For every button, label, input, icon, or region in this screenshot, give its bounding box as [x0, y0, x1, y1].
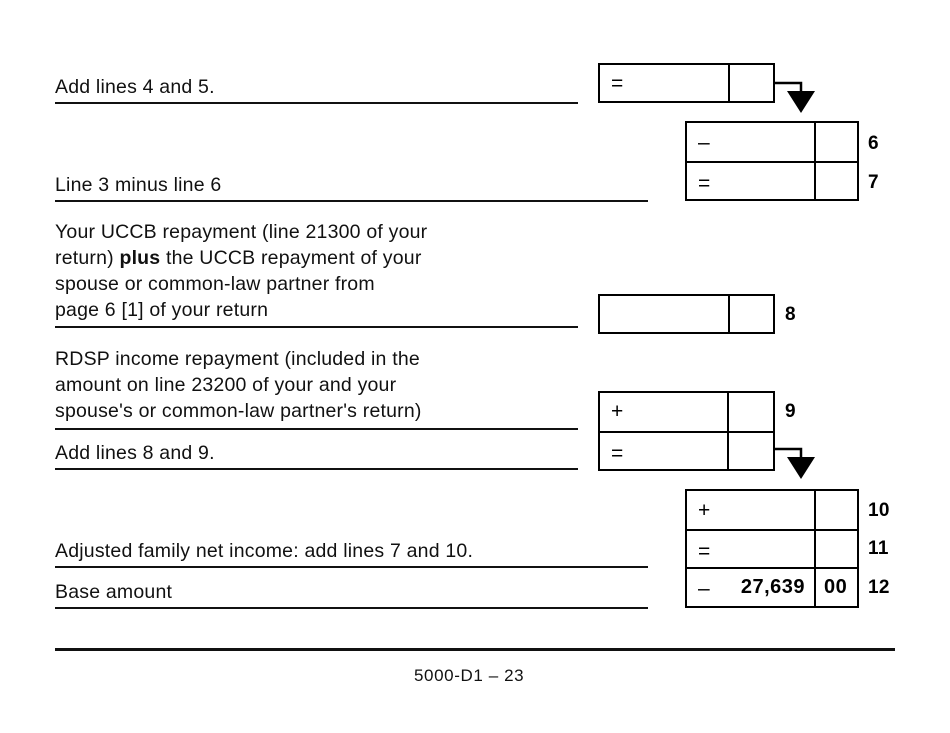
amount-cell-dollars[interactable]: =	[600, 65, 728, 101]
amount-row-line-7[interactable]: =	[687, 160, 857, 199]
label-base-amount: Base amount	[55, 581, 173, 603]
line-number-12: 12	[868, 577, 890, 598]
label-add-lines-8-and-9: Add lines 8 and 9.	[55, 442, 215, 464]
underline-adjusted-family-net-income	[55, 566, 648, 568]
underline-uccb-repayment	[55, 326, 578, 328]
underline-rdsp-income-repayment	[55, 428, 578, 430]
flow-arrow-down-2	[775, 447, 815, 479]
line-number-10: 10	[868, 500, 890, 521]
form-code-footer: 5000-D1 – 23	[414, 666, 525, 685]
amount-row-line-12[interactable]: – 27,639 00	[687, 567, 857, 605]
line-number-9: 9	[785, 401, 796, 422]
footer-divider	[55, 648, 895, 651]
line-number-8: 8	[785, 304, 796, 325]
underline-line-3-minus-line-6	[55, 200, 648, 202]
operator-sign: =	[611, 71, 624, 95]
uccb-text-part-1: Your UCCB repayment (line 21300 of your …	[55, 221, 428, 269]
operator-sign: –	[698, 577, 710, 600]
amount-cell-cents[interactable]	[728, 65, 773, 101]
label-rdsp-income-repayment: RDSP income repayment (included in the a…	[55, 348, 422, 422]
cents-divider	[814, 491, 816, 606]
label-adjusted-family-net-income: Adjusted family net income: add lines 7 …	[55, 540, 474, 562]
amount-row-add-lines-8-and-9[interactable]: =	[600, 430, 773, 469]
cents-divider	[727, 393, 729, 469]
label-uccb-repayment: Your UCCB repayment (line 21300 of your …	[55, 219, 585, 323]
amount-row-line-10[interactable]: +	[687, 491, 857, 529]
underline-add-lines-4-and-5	[55, 102, 578, 104]
underline-base-amount	[55, 607, 648, 609]
line-number-6: 6	[868, 133, 879, 154]
uccb-text-part-2: the UCCB repayment of your spouse or com…	[55, 247, 422, 321]
cents-value: 00	[824, 576, 848, 598]
amount-row-line-6[interactable]: –	[687, 123, 857, 161]
cents-divider	[814, 123, 816, 199]
flow-arrow-down-1	[775, 81, 815, 113]
amount-box-line-8[interactable]	[598, 294, 775, 334]
operator-sign: =	[611, 441, 624, 465]
operator-sign: +	[611, 400, 624, 423]
operator-sign: –	[698, 131, 710, 154]
amount-box-lines-9-and-sum[interactable]: + =	[598, 391, 775, 471]
amount-box-lines-6-and-7[interactable]: – =	[685, 121, 859, 201]
line-number-11: 11	[868, 538, 889, 559]
operator-sign: =	[698, 171, 711, 195]
operator-sign: =	[698, 540, 711, 563]
amount-box-add-lines-4-and-5[interactable]: =	[598, 63, 775, 103]
line-number-7: 7	[868, 172, 879, 193]
operator-sign: +	[698, 499, 711, 522]
amount-cell-cents[interactable]	[728, 296, 773, 332]
amount-row-line-9[interactable]: +	[600, 393, 773, 431]
uccb-text-emphasis: plus	[119, 247, 161, 269]
label-line-3-minus-line-6: Line 3 minus line 6	[55, 174, 222, 196]
label-add-lines-4-and-5: Add lines 4 and 5.	[55, 76, 215, 98]
underline-add-lines-8-and-9	[55, 468, 578, 470]
amount-cell-dollars[interactable]	[600, 296, 728, 332]
amount-row-line-11[interactable]: =	[687, 529, 857, 567]
amount-value: 27,639	[740, 576, 805, 598]
amount-box-lines-10-11-12[interactable]: + = – 27,639 00	[685, 489, 859, 608]
